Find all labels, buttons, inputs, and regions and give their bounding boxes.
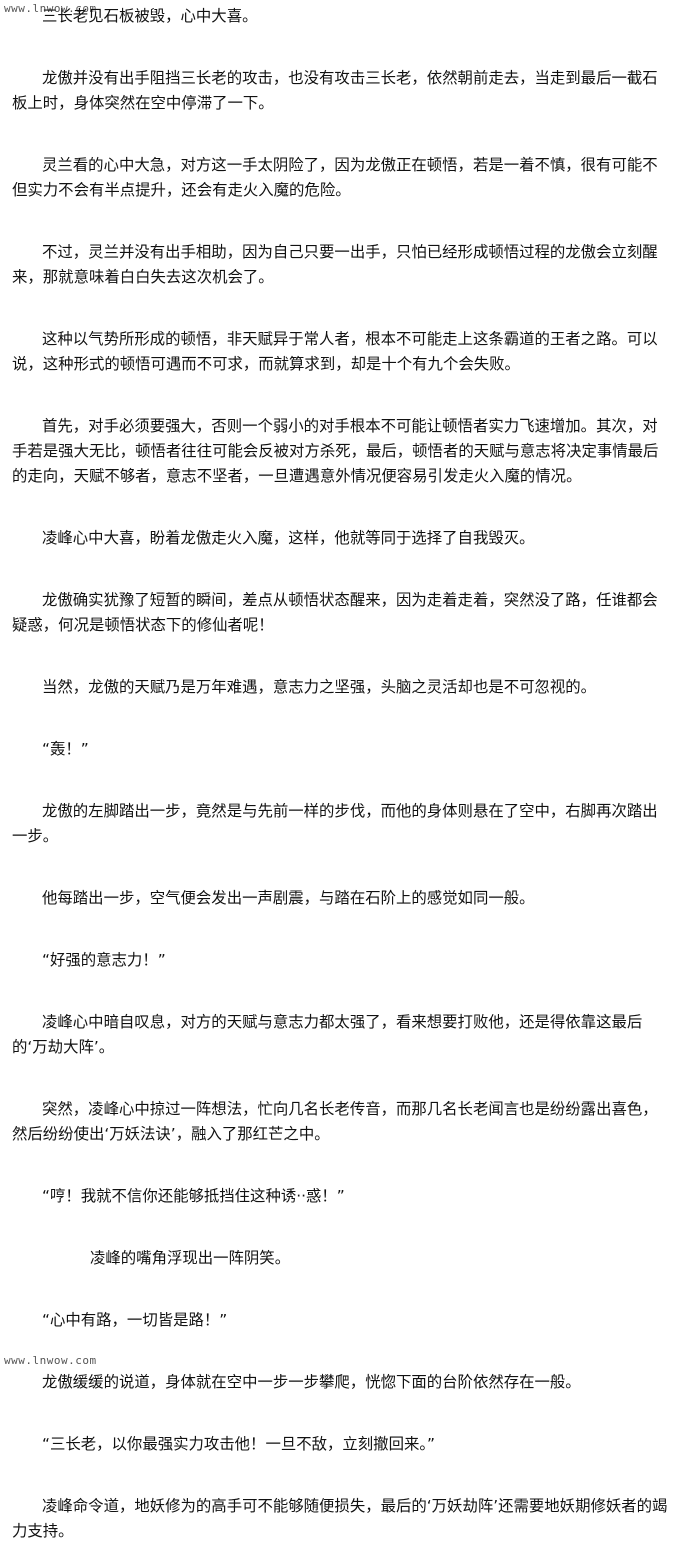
paragraph: “哼！我就不信你还能够抵挡住这种诱··惑！” [42,1187,345,1205]
paragraph: “好强的意志力！” [42,951,166,969]
paragraph: 龙傲并没有出手阻挡三长老的攻击，也没有攻击三长老，依然朝前走去，当走到最后一截石… [12,69,658,112]
paragraph: 首先，对手必须要强大，否则一个弱小的对手根本不可能让顿悟者实力飞速增加。其次，对… [12,417,659,485]
paragraph: “轰！” [42,740,89,758]
paragraph: 灵兰看的心中大急，对方这一手太阴险了，因为龙傲正在顿悟，若是一着不慎，很有可能不… [12,156,658,199]
watermark-top: www.lnwow.com [4,2,97,15]
article-body: 三长老见石板被毁，心中大喜。 龙傲并没有出手阻挡三长老的攻击，也没有攻击三长老，… [12,4,672,1544]
paragraph: 龙傲的左脚踏出一步，竟然是与先前一样的步伐，而他的身体则悬在了空中，右脚再次踏出… [12,802,658,845]
paragraph: 三长老见石板被毁，心中大喜。 [42,7,258,25]
paragraph: 这种以气势所形成的顿悟，非天赋异于常人者，根本不可能走上这条霸道的王者之路。可以… [12,330,658,373]
paragraph: 当然，龙傲的天赋乃是万年难遇，意志力之坚强，头脑之灵活却也是不可忽视的。 [42,678,597,696]
paragraph: 凌峰心中暗自叹息，对方的天赋与意志力都太强了，看来想要打败他，还是得依靠这最后的… [12,1013,643,1056]
paragraph: 凌峰命令道，地妖修为的高手可不能够随便损失，最后的‘万妖劫阵’还需要地妖期修妖者… [12,1497,668,1540]
paragraph: 凌峰的嘴角浮现出一阵阴笑。 [90,1249,291,1267]
paragraph: “三长老，以你最强实力攻击他！一旦不敌，立刻撤回来。” [42,1435,436,1453]
paragraph: 凌峰心中大喜，盼着龙傲走火入魔，这样，他就等同于选择了自我毁灭。 [42,529,535,547]
paragraph: 他每踏出一步，空气便会发出一声剧震，与踏在石阶上的感觉如同一般。 [42,889,535,907]
paragraph: 龙傲确实犹豫了短暂的瞬间，差点从顿悟状态醒来，因为走着走着，突然没了路，任谁都会… [12,591,658,634]
paragraph: 突然，凌峰心中掠过一阵想法，忙向几名长老传音，而那几名长老闻言也是纷纷露出喜色，… [12,1100,658,1143]
paragraph: 龙傲缓缓的说道，身体就在空中一步一步攀爬，恍惚下面的台阶依然存在一般。 [42,1373,581,1391]
paragraph: 不过，灵兰并没有出手相助，因为自己只要一出手，只怕已经形成顿悟过程的龙傲会立刻醒… [12,243,658,286]
watermark-bottom: www.lnwow.com [4,1354,97,1367]
paragraph: “心中有路，一切皆是路！” [42,1311,228,1329]
